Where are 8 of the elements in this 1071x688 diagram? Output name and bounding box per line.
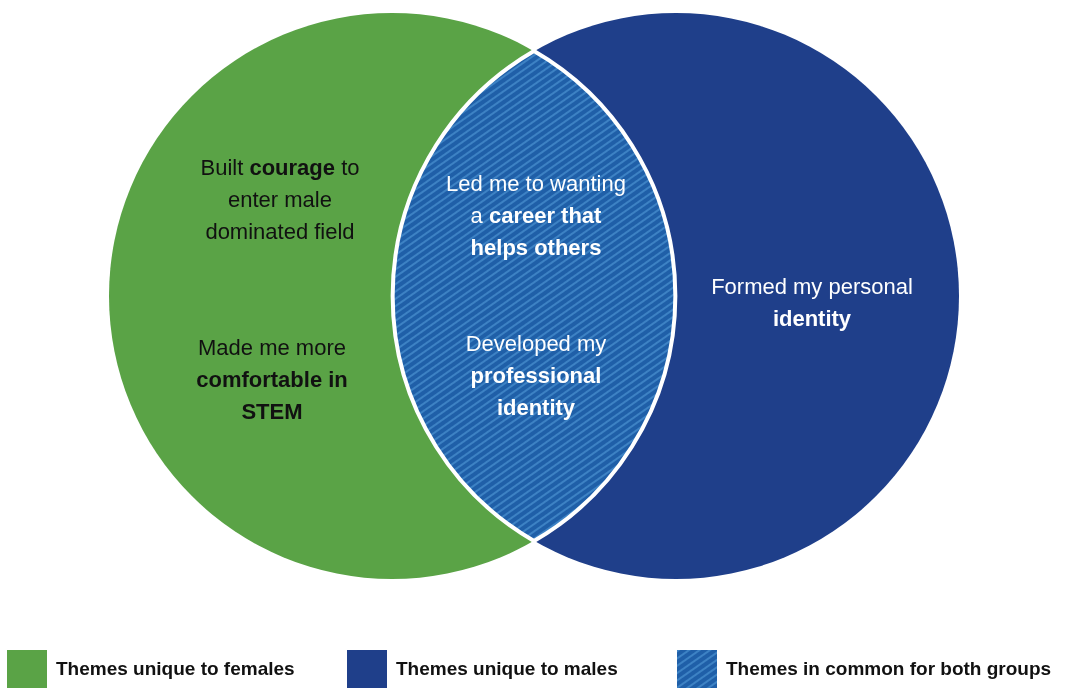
theme-text: Made me more comfortable in STEM xyxy=(195,334,349,426)
theme-text: Formed my personal identity xyxy=(710,273,914,333)
legend-label: Themes unique to females xyxy=(56,658,295,680)
theme-text: Built courage to enter male dominated field xyxy=(199,154,361,246)
legend-label: Themes in common for both groups xyxy=(726,658,1052,680)
theme-text: Led me to wanting a career that helps others xyxy=(445,170,627,262)
theme-text: Developed my professional identity xyxy=(464,330,608,422)
legend-label: Themes unique to males xyxy=(396,658,618,680)
